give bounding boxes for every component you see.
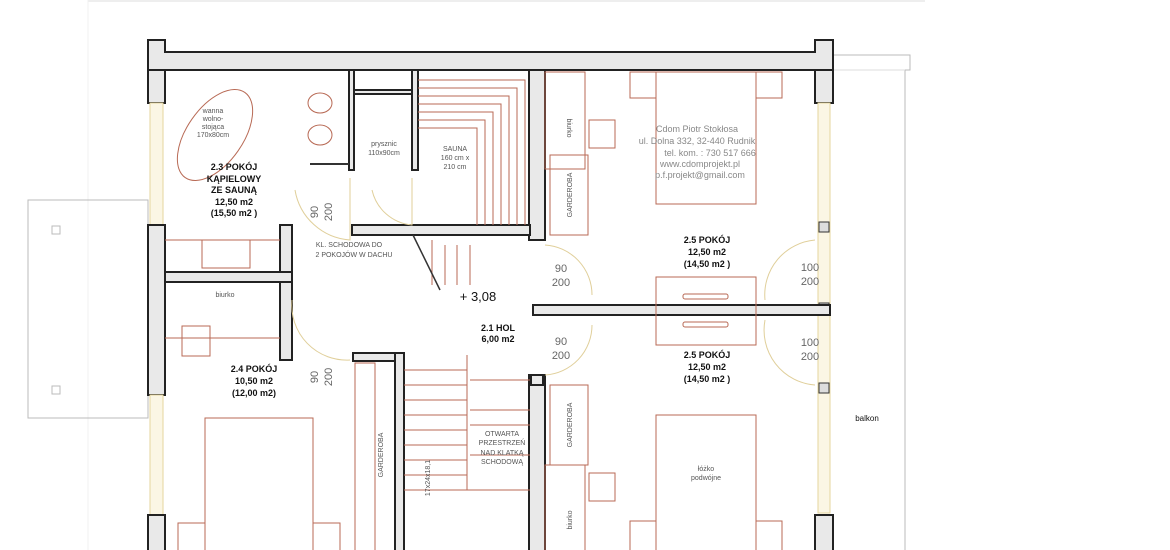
svg-text:tel. kom. : 730 517 666: tel. kom. : 730 517 666: [664, 148, 756, 158]
svg-text:2.5 POKÓJ: 2.5 POKÓJ: [684, 234, 731, 245]
svg-text:200: 200: [552, 350, 570, 362]
svg-text:ul. Dolna 332, 32-440 Rudnik: ul. Dolna 332, 32-440 Rudnik: [639, 136, 756, 146]
svg-text:12,50 m2: 12,50 m2: [688, 362, 726, 372]
svg-text:210 cm: 210 cm: [444, 164, 467, 171]
svg-text:GARDEROBA: GARDEROBA: [567, 402, 574, 447]
window-left-top: [149, 102, 164, 226]
level-mark: + 3,08: [460, 289, 497, 304]
svg-text:(12,00 m2): (12,00 m2): [232, 388, 276, 398]
designer-watermark: Cdom Piotr Stokłosa ul. Dolna 332, 32-44…: [639, 124, 756, 180]
svg-text:160 cm x: 160 cm x: [441, 155, 470, 162]
desk-label: biurko: [215, 292, 234, 299]
desk-double: [655, 276, 757, 346]
svg-text:KĄPIELOWY: KĄPIELOWY: [207, 174, 262, 184]
bed-top: [655, 71, 757, 205]
wardrobe-label: GARDEROBA: [378, 432, 385, 477]
svg-text:p.f.projekt@gmail.com: p.f.projekt@gmail.com: [655, 170, 745, 180]
wardrobe-top: [549, 154, 589, 236]
svg-text:SCHODOWĄ: SCHODOWĄ: [481, 459, 523, 466]
svg-text:GARDEROBA: GARDEROBA: [567, 172, 574, 217]
svg-text:biurko: biurko: [567, 510, 574, 529]
svg-text:110x90cm: 110x90cm: [368, 150, 400, 157]
balcony-label: balkon: [855, 414, 879, 423]
svg-text:10,50 m2: 10,50 m2: [235, 376, 273, 386]
bed-bottom: [655, 414, 757, 550]
svg-text:2 POKOJÓW W DACHU: 2 POKOJÓW W DACHU: [315, 250, 392, 259]
svg-text:wolno-: wolno-: [202, 116, 224, 123]
svg-text:podwójne: podwójne: [691, 475, 721, 482]
svg-text:12,50 m2: 12,50 m2: [688, 247, 726, 257]
svg-text:ZE SAUNĄ: ZE SAUNĄ: [211, 185, 258, 195]
bidet: [307, 124, 333, 146]
svg-text:www.cdomprojekt.pl: www.cdomprojekt.pl: [659, 159, 740, 169]
svg-text:2.3 POKÓJ: 2.3 POKÓJ: [211, 161, 258, 172]
balcony-outline: [833, 54, 911, 550]
svg-text:90: 90: [309, 206, 321, 218]
wardrobe-left: [354, 362, 376, 550]
svg-text:OTWARTA: OTWARTA: [485, 431, 519, 438]
svg-text:(14,50 m2 ): (14,50 m2 ): [684, 259, 731, 269]
open-space-label: OTWARTA PRZESTRZEŃ NAD KLATKĄ SCHODOWĄ: [479, 431, 526, 466]
svg-text:Cdom Piotr Stokłosa: Cdom Piotr Stokłosa: [656, 124, 738, 134]
svg-text:12,50 m2: 12,50 m2: [215, 197, 253, 207]
left-wall: [147, 224, 166, 396]
door-width: 90: [555, 263, 567, 275]
svg-text:NAD KLATKĄ: NAD KLATKĄ: [480, 450, 523, 457]
svg-text:PRZESTRZEŃ: PRZESTRZEŃ: [479, 438, 526, 447]
svg-text:wanna: wanna: [202, 108, 224, 115]
svg-text:(14,50 m2 ): (14,50 m2 ): [684, 374, 731, 384]
svg-text:90: 90: [309, 371, 321, 383]
chair: [181, 325, 211, 357]
svg-text:200: 200: [801, 351, 819, 363]
svg-text:2.4 POKÓJ: 2.4 POKÓJ: [231, 363, 278, 374]
door-height: 200: [552, 277, 570, 289]
room-label-2-4: 2.4 POKÓJ 10,50 m2 (12,00 m2): [231, 363, 278, 398]
stair-note: KL. SCHODOWA DO: [316, 242, 383, 249]
svg-text:200: 200: [801, 276, 819, 288]
svg-text:100: 100: [801, 337, 819, 349]
door-width: 100: [801, 262, 819, 274]
stairs-dimension: 17x24x18,1: [425, 460, 432, 496]
stairs: [404, 240, 530, 491]
toilet: [307, 92, 333, 114]
room-label-2-5-top: 2.5 POKÓJ 12,50 m2 (14,50 m2 ): [684, 234, 731, 269]
svg-text:200: 200: [323, 368, 335, 386]
svg-text:170x80cm: 170x80cm: [197, 132, 229, 139]
bed-label: łóżko: [698, 466, 714, 473]
svg-text:200: 200: [323, 203, 335, 221]
svg-text:(15,50 m2 ): (15,50 m2 ): [211, 208, 258, 218]
room-label-bathroom: 2.3 POKÓJ KĄPIELOWY ZE SAUNĄ 12,50 m2 (1…: [207, 161, 262, 218]
svg-text:2.1 HOL: 2.1 HOL: [481, 323, 516, 333]
sauna-label: SAUNA: [443, 146, 467, 153]
room-label-hall: 2.1 HOL 6,00 m2: [481, 323, 516, 344]
svg-text:biurko: biurko: [565, 118, 572, 137]
svg-text:90: 90: [555, 336, 567, 348]
window-left-bottom: [149, 394, 164, 516]
bathtub-label: wanna wolno- stojąca 170x80cm: [197, 108, 229, 139]
svg-text:stojąca: stojąca: [202, 124, 224, 131]
sink-cabinet: [201, 239, 251, 269]
shower-label: prysznic: [371, 141, 397, 148]
svg-text:2.5 POKÓJ: 2.5 POKÓJ: [684, 349, 731, 360]
sauna-benches: [418, 79, 526, 225]
svg-text:6,00 m2: 6,00 m2: [481, 334, 514, 344]
door-swings: [291, 178, 816, 386]
bathtub: [176, 88, 254, 182]
room-label-2-5-bottom: 2.5 POKÓJ 12,50 m2 (14,50 m2 ): [684, 349, 731, 384]
interior-wall: [528, 69, 546, 241]
bed: [204, 417, 314, 550]
